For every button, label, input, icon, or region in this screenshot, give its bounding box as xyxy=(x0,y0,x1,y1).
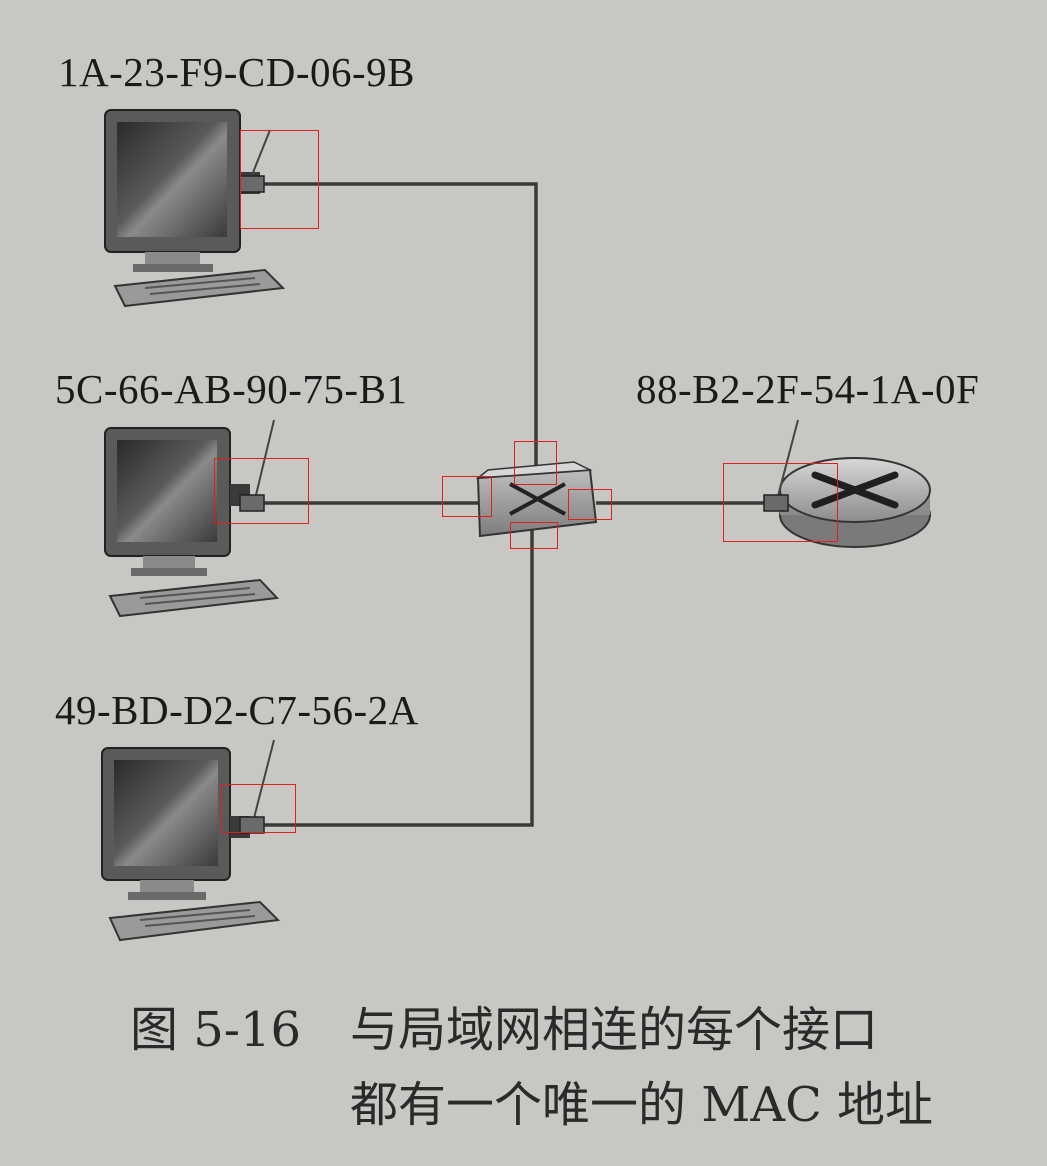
mac-label-host-middle: 5C-66-AB-90-75-B1 xyxy=(55,366,408,412)
router-icon xyxy=(779,457,931,548)
caption-line-1: 与局域网相连的每个接口 xyxy=(350,1002,879,1058)
mac-label-host-top: 1A-23-F9-CD-06-9B xyxy=(58,49,415,95)
link-host-bottom xyxy=(262,525,534,827)
adapter-middle xyxy=(239,494,265,512)
interface-highlight-switch-bottom xyxy=(510,522,558,549)
computer-icon xyxy=(104,427,280,618)
interface-highlight-host-bottom xyxy=(221,784,296,833)
label-leader-router xyxy=(777,419,799,497)
figure-number: 图 5-16 xyxy=(130,1002,302,1058)
mac-label-router: 88-B2-2F-54-1A-0F xyxy=(636,366,980,412)
label-leader-bottom xyxy=(253,739,275,819)
adapter-router xyxy=(763,494,789,512)
link-host-top xyxy=(262,182,538,475)
computer-icon xyxy=(101,747,281,942)
mac-label-host-bottom: 49-BD-D2-C7-56-2A xyxy=(55,687,419,733)
interface-highlight-switch-top xyxy=(514,441,557,485)
interface-highlight-host-middle xyxy=(214,458,309,524)
interface-highlight-switch-left xyxy=(442,476,492,517)
adapter-bottom xyxy=(239,816,265,834)
label-leader-middle xyxy=(255,419,275,496)
interface-highlight-router xyxy=(723,463,838,542)
label-leader-top xyxy=(249,129,271,181)
caption-line-2: 都有一个唯一的 MAC 地址 xyxy=(350,1077,934,1133)
interface-highlight-switch-right xyxy=(568,489,612,520)
interface-highlight-host-top xyxy=(240,130,319,229)
